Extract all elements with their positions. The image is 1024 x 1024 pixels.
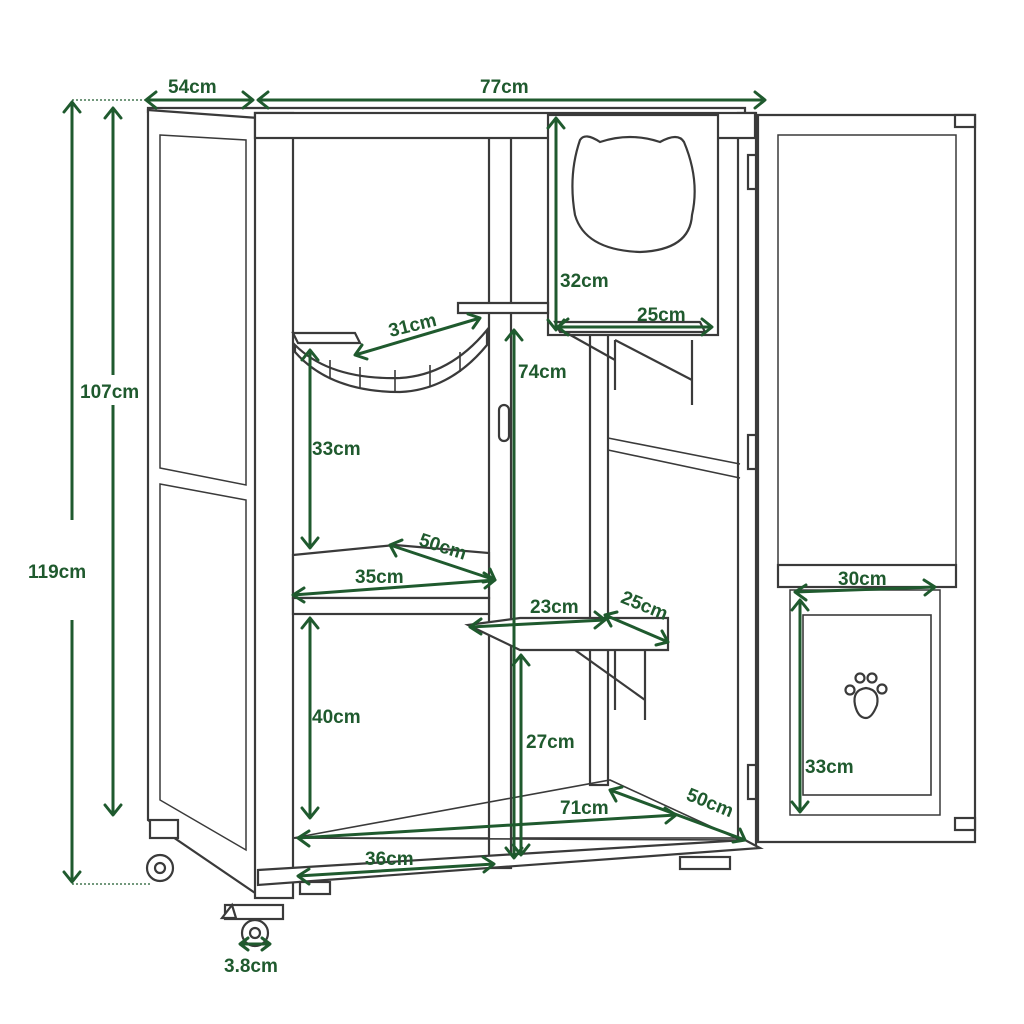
caster-mount xyxy=(148,818,180,840)
base-floor xyxy=(292,779,741,841)
middle-left-shelf-edge xyxy=(291,596,491,616)
door-latch xyxy=(953,113,977,129)
label-height-body: 107cm xyxy=(80,382,139,403)
back-left-opening xyxy=(292,137,490,839)
caster-brake xyxy=(219,902,238,920)
label-lower-gap: 40cm xyxy=(312,707,361,728)
label-depth-top: 54cm xyxy=(168,77,217,98)
left-side-upper-panel xyxy=(159,134,247,486)
foot xyxy=(298,880,332,896)
caster-hub xyxy=(248,926,262,940)
inner-post xyxy=(588,328,610,787)
label-upper-gap: 33cm xyxy=(312,439,361,460)
label-window-shelf-width: 25cm xyxy=(637,305,686,326)
bracket xyxy=(564,331,616,361)
bridge-slats xyxy=(329,352,461,392)
hinge xyxy=(746,153,758,191)
label-width-top: 77cm xyxy=(480,77,529,98)
door-latch xyxy=(953,816,977,832)
label-base-depth: 50cm xyxy=(683,785,736,823)
door-cat-flap xyxy=(802,614,932,796)
back-rail-2 xyxy=(607,449,741,479)
hinge xyxy=(746,763,758,801)
label-wheel: 3.8cm xyxy=(224,956,278,977)
door-handle xyxy=(497,403,511,443)
foot xyxy=(678,855,732,871)
caster-hub xyxy=(153,861,167,875)
dimension-lines xyxy=(62,90,937,952)
upper-right-platform xyxy=(456,301,550,315)
hinge xyxy=(746,433,758,471)
label-door-window-height: 32cm xyxy=(560,271,609,292)
label-base-width: 71cm xyxy=(560,798,609,819)
label-height-74: 74cm xyxy=(518,362,567,383)
back-rail xyxy=(607,437,741,465)
label-mid-shelf-height: 27cm xyxy=(526,732,575,753)
left-side-lower-panel xyxy=(159,483,247,852)
cabinet-structure xyxy=(146,106,764,900)
front-middle-post xyxy=(487,116,513,870)
open-door xyxy=(756,113,977,844)
label-door-panel-width: 30cm xyxy=(838,569,887,590)
bridge xyxy=(293,326,489,394)
label-shelf-width-left: 35cm xyxy=(355,567,404,588)
caster-wheel-icon xyxy=(145,818,180,883)
bracket xyxy=(614,339,693,381)
door-middle-rail xyxy=(776,563,958,589)
upper-left-platform xyxy=(291,331,362,345)
label-bottom-width: 36cm xyxy=(365,849,414,870)
cat-head-window-icon xyxy=(571,135,696,254)
caster-wheel-icon xyxy=(219,902,285,948)
label-mid-shelf-width: 23cm xyxy=(530,597,579,618)
shelf-bracket xyxy=(574,649,646,701)
front-left-post xyxy=(253,111,295,900)
label-height-total: 119cm xyxy=(28,562,86,583)
paw-print-icon xyxy=(844,672,888,720)
base-plate xyxy=(256,838,764,887)
front-right-post xyxy=(736,111,758,850)
door-upper-panel xyxy=(777,134,957,566)
label-door-panel-height: 33cm xyxy=(805,757,854,778)
cat-window-door xyxy=(546,113,720,337)
